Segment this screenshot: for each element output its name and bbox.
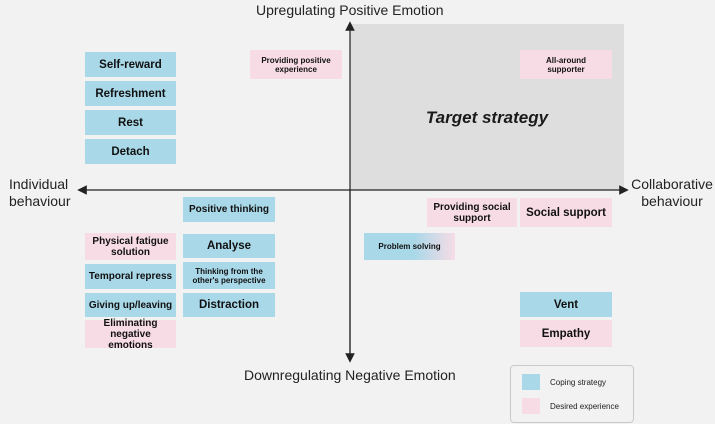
left-axis-label: Individual behaviour bbox=[9, 176, 71, 209]
self-reward-box: Self-reward bbox=[85, 52, 176, 77]
legend-desired-swatch bbox=[522, 398, 540, 414]
analyse-box: Analyse bbox=[183, 234, 275, 258]
thinking-from-other-perspective-box: Thinking from the other's perspective bbox=[183, 262, 275, 289]
vent-box: Vent bbox=[520, 292, 612, 317]
eliminating-negative-emotions-box: Eliminating negative emotions bbox=[85, 318, 176, 351]
top-axis-label: Upregulating Positive Emotion bbox=[256, 2, 444, 18]
detach-box: Detach bbox=[85, 139, 176, 164]
providing-positive-experience-box: Providing positive experience bbox=[250, 50, 342, 79]
target-strategy-label: Target strategy bbox=[425, 108, 549, 127]
legend-coping-swatch bbox=[522, 374, 540, 390]
legend-coping-label: Coping strategy bbox=[550, 378, 607, 387]
temporal-repress-box: Temporal repress bbox=[85, 264, 176, 289]
rest-box: Rest bbox=[85, 110, 176, 135]
refreshment-box: Refreshment bbox=[85, 81, 176, 106]
positive-thinking-box: Positive thinking bbox=[183, 197, 275, 222]
bottom-axis-label: Downregulating Negative Emotion bbox=[244, 367, 456, 383]
physical-fatigue-solution-box: Physical fatigue solution bbox=[85, 233, 176, 260]
all-around-supporter-box: All-around supporter bbox=[520, 50, 612, 79]
right-axis-label: Collaborative behaviour bbox=[631, 176, 713, 209]
providing-social-support-box: Providing social support bbox=[427, 198, 517, 227]
distraction-box: Distraction bbox=[183, 293, 275, 317]
legend: Coping strategy Desired experience bbox=[510, 365, 634, 423]
giving-up-leaving-box: Giving up/leaving bbox=[85, 293, 176, 317]
empathy-box: Empathy bbox=[520, 320, 612, 347]
legend-desired-label: Desired experience bbox=[550, 402, 619, 411]
social-support-box: Social support bbox=[520, 198, 612, 227]
problem-solving-box: Problem solving bbox=[364, 233, 455, 260]
